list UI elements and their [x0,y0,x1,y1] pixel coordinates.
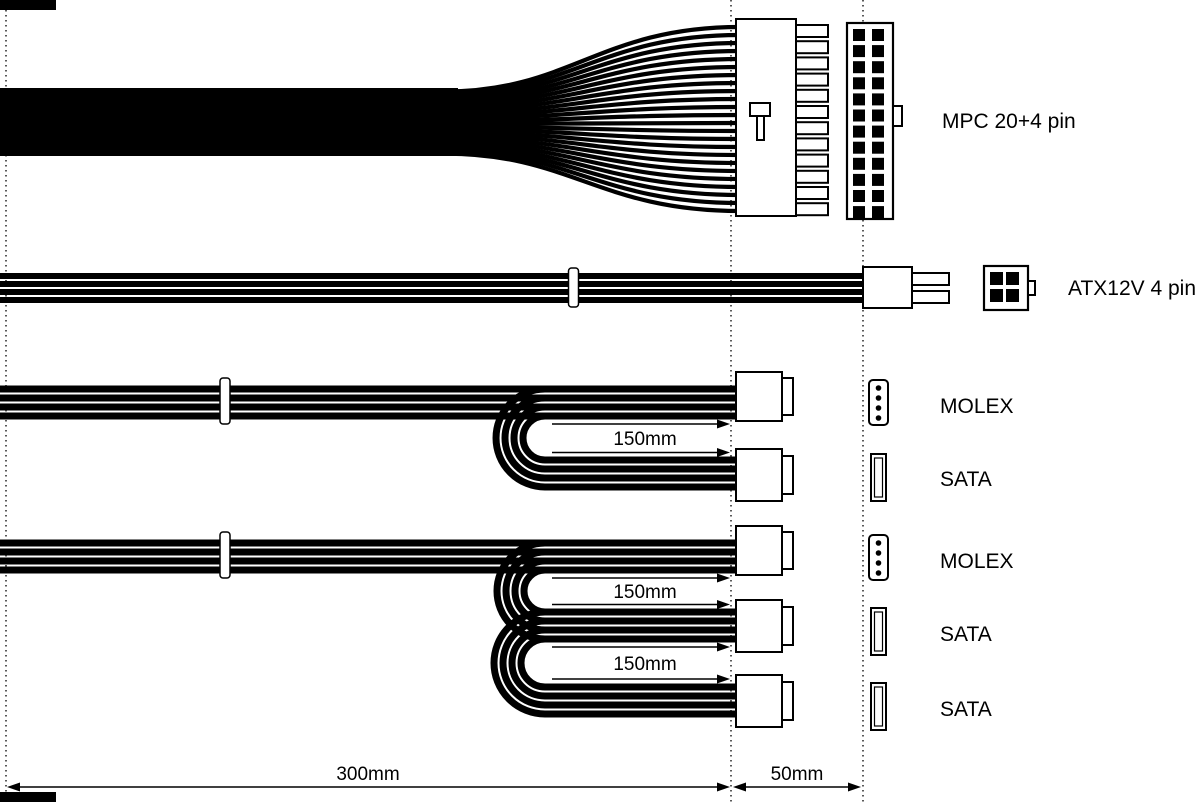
dim-arrowhead [717,674,730,684]
cable-main-length: 300mm [336,764,399,785]
molex-label-2: MOLEX [940,550,1014,573]
cable-tail-length: 50mm [771,764,824,785]
mpc-connector-latch [749,102,771,117]
p1-fold [492,385,740,491]
p2-molex-connector [735,525,794,576]
p1-molex-connector [735,371,794,422]
mpc-fan-wires [444,24,741,214]
molex-icon-outline [868,379,889,426]
p2-segment-length-1: 150mm [613,582,676,603]
molex-icon-pin [875,415,882,421]
molex-connector-body [735,371,783,422]
sata-connector-body [735,674,783,728]
molex-label-1: MOLEX [940,395,1014,418]
molex-face-icon [868,534,889,581]
dim-arrowhead [717,782,730,792]
sata-connector-nose [781,455,794,495]
sata-label-3: SATA [940,698,992,721]
p2-sata-connector-2 [735,674,794,728]
peripheral-cable-1: 150mm MOLEX SATA [0,371,1014,502]
atx-connector-body [862,266,913,309]
p1-segment-dimension: 150mm [552,419,730,457]
atx4-icon-pin [990,289,1003,302]
p1-wires [0,385,740,420]
sata-icon-slot [873,686,884,727]
dim-arrowhead [717,448,730,457]
atx-connector-prong-top [911,272,950,286]
sata-connector-nose [781,681,794,721]
mpc-cable-bundle [0,88,458,156]
sata-label-1: SATA [940,468,992,491]
p2-segment-dimension-1: 150mm [552,573,730,609]
p2-wires [0,539,740,574]
sata-connector-body [735,448,783,502]
mpc-connector [735,18,829,217]
atx4-pin-grid-icon [982,264,1036,312]
atx-wires [0,273,866,303]
mpc-cable: MPC 20+4 pin [0,18,1076,221]
sata-icon-slot [873,611,884,652]
sata-icon-slot [873,457,884,498]
atx4-icon-pin [990,272,1003,285]
atx-connector-prong-bottom [911,290,950,304]
atx4-icon-pin [1006,289,1019,302]
overall-dimension-300mm: 300mm [7,764,730,792]
sata-connector-body [735,599,783,653]
mpc-connector-pins [795,24,829,217]
atx24-icon-tab [892,105,903,127]
p1-segment-length: 150mm [613,429,676,450]
dim-arrowhead [717,573,730,583]
dim-arrowhead [848,782,861,792]
dim-arrowhead [733,782,746,792]
mpc-connector-latch-stem [756,115,765,141]
molex-connector-nose [781,377,794,416]
molex-icon-pin [875,395,882,401]
molex-face-icon [868,379,889,426]
atx-cable: ATX12V 4 pin [0,264,1196,312]
sata-connector-nose [781,606,794,646]
molex-icon-pin [875,385,882,391]
molex-icon-pin [875,405,882,411]
p1-cable-tie [219,377,231,425]
atx-connector [862,266,950,309]
atx-cable-tie [567,267,580,308]
atx-label: ATX12V 4 pin [1068,277,1196,300]
sata-face-icon [870,453,887,502]
molex-icon-pin [875,570,882,576]
frame-mark-bottom [0,792,56,802]
p1-sata-connector [735,448,794,502]
atx4-icon-tab [1027,280,1036,296]
atx24-pin-grid-icon [845,21,903,221]
mpc-label: MPC 20+4 pin [942,110,1076,133]
p2-segment-dimension-2: 150mm [552,642,730,684]
sata-face-icon [870,607,887,656]
dim-arrowhead [717,419,730,429]
atx4-icon-pin [1006,272,1019,285]
molex-icon-pin [875,540,882,546]
p2-segment-length-2: 150mm [613,654,676,675]
p2-fold2 [490,608,740,718]
p2-cable-tie [219,531,231,579]
dim-arrowhead [7,782,20,792]
mpc-connector-body [735,18,797,217]
p2-sata-connector-1 [735,599,794,653]
dim-arrowhead [717,600,730,609]
overall-dimension-50mm: 50mm [733,764,861,792]
peripheral-cable-2: 150mm 150mm [0,525,1014,731]
molex-icon-pin [875,560,882,566]
atx24-icon-pins [853,29,884,219]
molex-icon-outline [868,534,889,581]
molex-connector-nose [781,531,794,570]
dim-arrowhead [717,642,730,652]
sata-label-2: SATA [940,623,992,646]
frame-mark-top [0,0,56,10]
sata-face-icon [870,682,887,731]
molex-connector-body [735,525,783,576]
molex-icon-pin [875,550,882,556]
